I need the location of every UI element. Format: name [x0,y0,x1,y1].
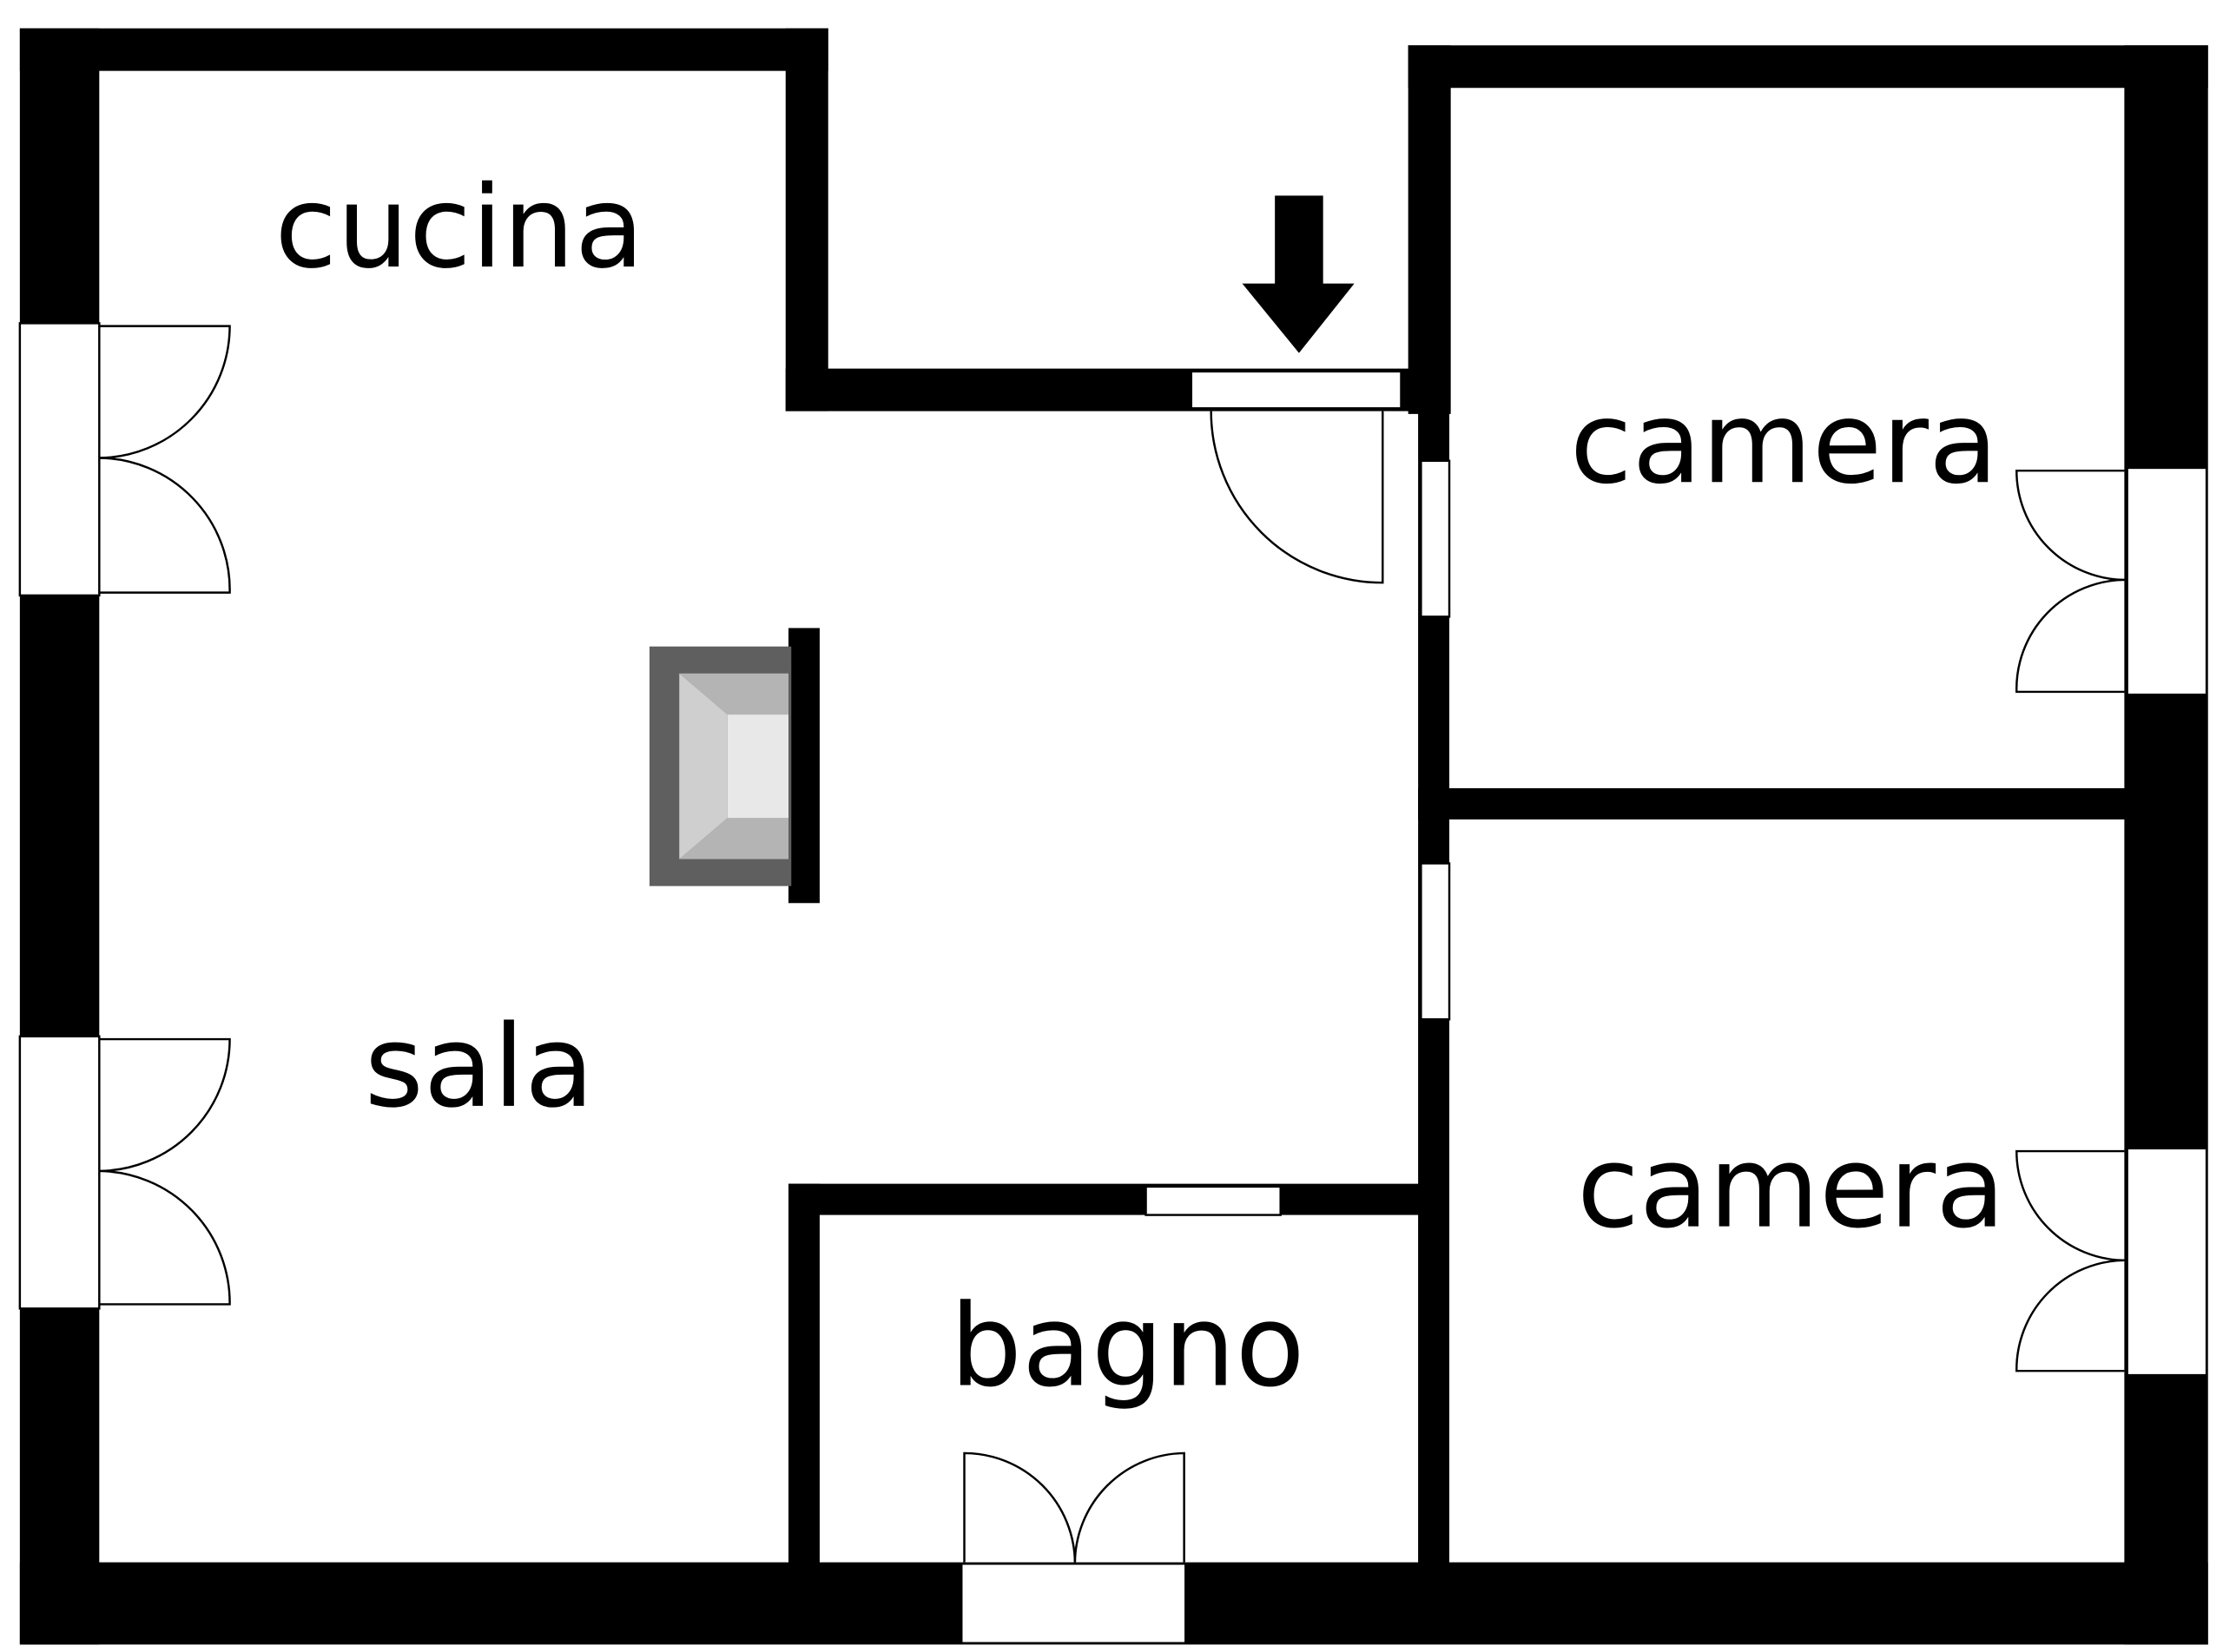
room-label-sala: sala [365,1001,594,1133]
window-swing-camera-bottom-upper [2015,1149,2125,1262]
wall-top-right-wing [1408,45,2208,89]
window-swing-bagno-right [1073,1451,1185,1563]
wall-right-outer [2124,45,2208,1645]
window-camera-top [2126,466,2208,696]
fireplace-hearth-side [679,673,728,859]
window-camera-bottom [2126,1147,2208,1377]
door-opening-bagno [1144,1185,1282,1216]
room-label-bagno: bagno [950,1280,1305,1412]
wall-bagno-left [788,1183,820,1567]
window-swing-cucina-upper [99,325,231,459]
window-swing-camera-top-lower [2015,578,2125,694]
window-swing-camera-top-upper [2015,469,2125,582]
window-swing-sala-upper [99,1037,231,1173]
room-label-camera-bottom: camera [1577,1122,2005,1254]
door-opening-camera-bottom [1420,862,1451,1021]
wall-cucina-notch [785,28,828,411]
door-swings [99,325,2125,1563]
fireplace-firebox [727,714,789,819]
wall-right-wing-upper [1408,45,1451,414]
wall-fireplace-back [788,628,820,904]
window-swing-camera-bottom-lower [2015,1259,2125,1372]
fireplace-hearth-bottom [679,818,789,859]
window-swing-bagno-left [963,1451,1077,1563]
entrance-door-opening [1190,370,1402,410]
fireplace-icon [649,646,792,886]
window-swing-sala-lower [99,1169,231,1306]
openings [18,322,2208,1644]
window-sala [18,1035,101,1310]
window-bagno [960,1563,1187,1644]
wall-left-outer [19,28,100,1645]
wall-top-left-wing [19,28,828,71]
room-label-cucina: cucina [274,161,644,293]
window-cucina [18,322,101,597]
arrow-down-icon [1242,195,1355,353]
entrance-door-swing [1210,411,1384,584]
door-opening-camera-top [1420,459,1451,618]
fireplace-hearth-top [679,673,789,715]
room-label-camera-top: camera [1570,377,1998,509]
window-swing-cucina-lower [99,457,231,594]
wall-between-camere [1418,788,2127,819]
wall-bagno-top [788,1183,1422,1215]
